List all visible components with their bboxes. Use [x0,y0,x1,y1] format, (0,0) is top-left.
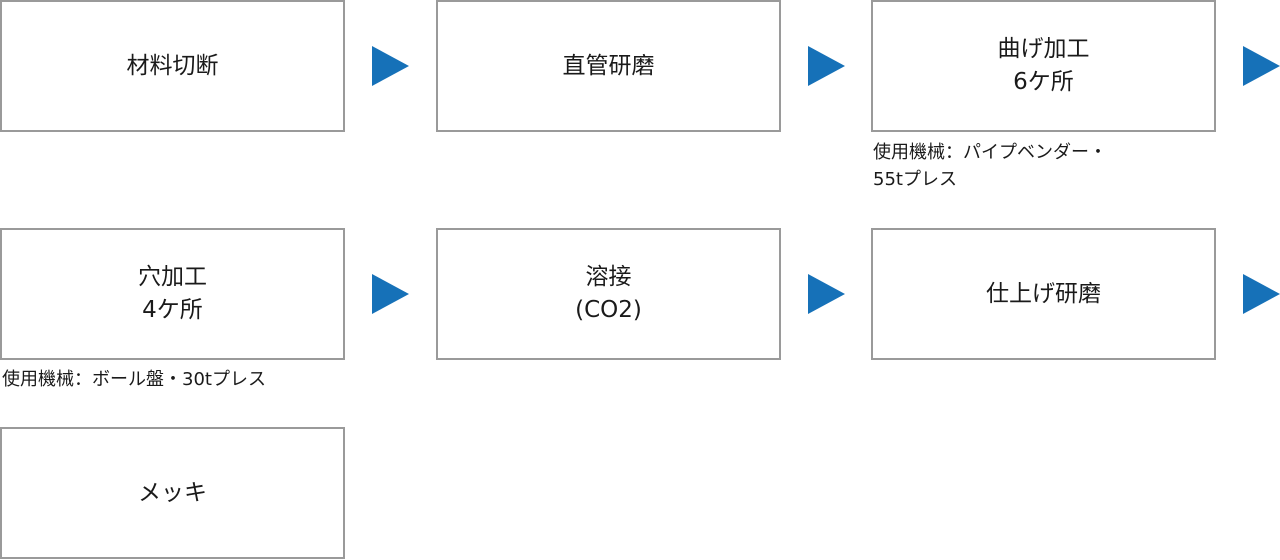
arrow-right-icon [372,274,409,314]
note-line: 使用機械：パイプベンダー・ [873,142,1107,163]
bending-machine-note: 使用機械：パイプベンダー・ 55tプレス [873,139,1107,193]
step-finish-polishing: 仕上げ研磨 [871,228,1216,360]
step-label: メッキ [138,479,207,506]
step-sublabel: 4ケ所 [142,297,203,323]
arrow-right-icon [808,46,845,86]
step-plating: メッキ [0,427,345,559]
step-sublabel: (CO2) [575,297,642,323]
step-straight-pipe-polishing: 直管研磨 [436,0,781,132]
arrow-right-icon [808,274,845,314]
step-bending: 曲げ加工 6ケ所 [871,0,1216,132]
step-label: 穴加工 [138,264,207,290]
arrow-right-icon [372,46,409,86]
step-sublabel: 6ケ所 [1013,69,1074,95]
note-line: 55tプレス [873,169,957,190]
drilling-machine-note: 使用機械：ボール盤・30tプレス [2,366,266,393]
step-drilling: 穴加工 4ケ所 [0,228,345,360]
arrow-right-icon [1243,274,1280,314]
step-welding: 溶接 (CO2) [436,228,781,360]
step-label: 仕上げ研磨 [986,280,1101,307]
note-line: 使用機械：ボール盤・30tプレス [2,369,266,390]
step-label: 曲げ加工 [997,36,1090,62]
step-label: 直管研磨 [562,52,655,79]
step-label: 溶接 [585,264,632,290]
arrow-right-icon [1243,46,1280,86]
step-label: 材料切断 [126,52,219,79]
step-material-cutting: 材料切断 [0,0,345,132]
